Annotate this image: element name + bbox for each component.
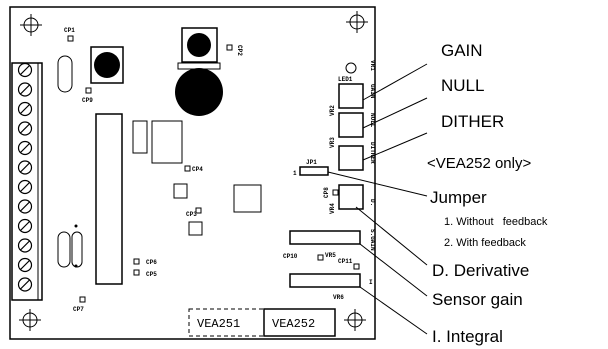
terminal-screw xyxy=(17,121,33,136)
pot-null-label: NULL xyxy=(369,113,376,128)
leader-null xyxy=(362,97,428,129)
cp5-pad xyxy=(133,269,140,276)
dot-2 xyxy=(74,264,78,268)
vr4-label: VR4 xyxy=(329,203,336,214)
cp8-pad xyxy=(332,189,339,196)
vr5-sensor-gain-trimmer[interactable] xyxy=(289,230,361,245)
long-ic xyxy=(95,113,123,285)
cp4-label: CP4 xyxy=(192,166,203,173)
vr6-integral-trimmer[interactable] xyxy=(289,273,361,288)
sgain-label: S.GAIN xyxy=(369,229,376,251)
cp5-label: CP5 xyxy=(146,271,157,278)
variant-box-vea252 xyxy=(263,308,336,337)
small-square-1 xyxy=(173,183,188,199)
leader-integral xyxy=(359,286,428,335)
callout-vea252-only: <VEA252 only> xyxy=(427,155,531,172)
vr3-label: VR3 xyxy=(329,137,336,148)
square-component-center xyxy=(233,184,262,213)
terminal-screw xyxy=(17,277,33,292)
pot-dither-label: DITHER xyxy=(369,142,376,164)
terminal-block xyxy=(11,62,43,301)
cp7-label: CP7 xyxy=(73,306,84,313)
terminal-screw xyxy=(17,218,33,234)
square-component-top-middle xyxy=(181,27,218,63)
cp2-pad xyxy=(226,44,233,51)
leader-derivative xyxy=(355,206,428,266)
board-outline xyxy=(9,6,376,340)
vr2-null-trimmer[interactable] xyxy=(338,112,364,138)
terminal-screw xyxy=(17,160,33,175)
terminal-screw xyxy=(17,179,33,195)
terminal-screw xyxy=(17,199,33,214)
callout-derivative: D. Derivative xyxy=(432,261,529,280)
leader-gain xyxy=(362,63,428,101)
cp1-pad xyxy=(67,35,74,42)
cp2-label: CP2 xyxy=(236,45,243,56)
cp3-label: CP3 xyxy=(186,211,197,218)
cp3-pad xyxy=(195,207,202,214)
led1-label: LED1 xyxy=(338,76,353,83)
callout-gain: GAIN xyxy=(441,41,483,60)
jp1-pin-label: 1 xyxy=(293,170,297,177)
mounting-hole-bottom-right xyxy=(344,309,366,331)
vr1-label: VR1 xyxy=(369,60,376,71)
led1-indicator xyxy=(345,62,357,74)
vr3-dither-trimmer[interactable] xyxy=(338,145,364,171)
terminal-screw xyxy=(17,238,33,253)
small-component-1 xyxy=(132,120,148,154)
cp9-pad xyxy=(85,87,92,94)
jp1-jumper[interactable] xyxy=(299,166,329,176)
leader-dither xyxy=(362,132,428,161)
mounting-hole-top-right xyxy=(346,11,368,33)
terminal-screw xyxy=(17,140,33,156)
square-component-top-left xyxy=(90,46,124,84)
cp8-label: CP8 xyxy=(323,187,330,198)
callout-null: NULL xyxy=(441,76,484,95)
cp1-label: CP1 xyxy=(64,27,75,34)
terminal-screw xyxy=(17,82,33,97)
cp6-pad xyxy=(133,258,140,265)
cp4-pad xyxy=(184,165,191,172)
large-capacitor xyxy=(175,62,223,116)
vr5-label: VR5 xyxy=(325,252,336,259)
leader-sensor-gain xyxy=(359,243,428,297)
vr1-gain-trimmer[interactable] xyxy=(338,83,364,109)
oval-component-bottom-1 xyxy=(57,231,71,268)
callout-dither: DITHER xyxy=(441,112,504,131)
callout-sensor-gain: Sensor gain xyxy=(432,290,523,309)
oval-component-bottom-2 xyxy=(71,231,83,268)
jp1-label: JP1 xyxy=(306,159,317,166)
dot-1 xyxy=(74,224,78,228)
terminal-screw xyxy=(17,257,33,273)
callout-integral: I. Integral xyxy=(432,327,503,346)
cp9-label: CP9 xyxy=(82,97,93,104)
terminal-screw xyxy=(17,101,33,117)
callout-jumper-option-1: 1. Without feedback xyxy=(444,216,548,228)
vea252-label: VEA252 xyxy=(272,317,315,331)
small-square-2 xyxy=(188,221,203,236)
vea251-label: VEA251 xyxy=(197,317,240,331)
cp11-label: CP11 xyxy=(338,258,353,265)
mounting-hole-top-left xyxy=(20,14,42,36)
pot-d-label: D. xyxy=(369,199,376,206)
cp10-label: CP10 xyxy=(283,253,298,260)
vr6-pin-label: I xyxy=(369,279,373,286)
oval-component-top xyxy=(57,55,73,93)
terminal-screw xyxy=(17,62,33,78)
vr6-label: VR6 xyxy=(333,294,344,301)
cp6-label: CP6 xyxy=(146,259,157,266)
small-component-2 xyxy=(151,120,183,164)
pot-gain-label: GAIN xyxy=(369,84,376,99)
vr4-derivative-trimmer[interactable] xyxy=(338,184,364,210)
mounting-hole-bottom-left xyxy=(19,309,41,331)
vr2-label: VR2 xyxy=(329,105,336,116)
variant-box-outer xyxy=(188,308,336,337)
callout-jumper: Jumper xyxy=(430,188,487,207)
callout-jumper-option-2: 2. With feedback xyxy=(444,237,526,249)
leader-jumper xyxy=(327,171,428,197)
cp7-pad xyxy=(79,296,86,303)
cp11-pad xyxy=(353,263,360,270)
cp10-pad xyxy=(317,254,324,261)
